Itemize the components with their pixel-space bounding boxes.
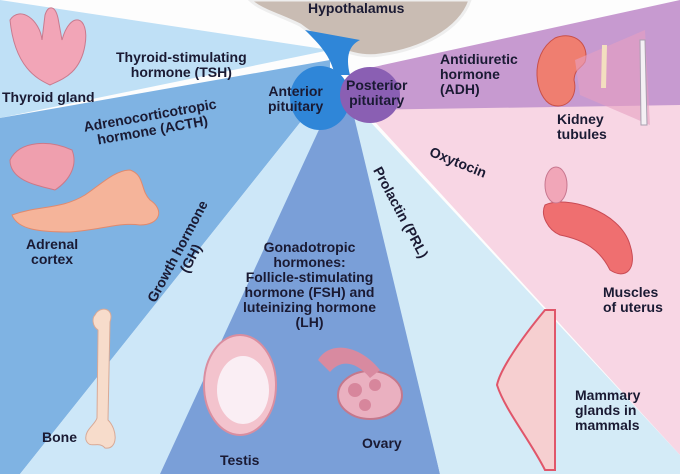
posterior-pituitary-shape [340, 67, 400, 123]
hypothalamus-label: Hypothalamus [308, 0, 405, 16]
mammary-illustration [495, 309, 556, 471]
adrenal-gland-illustration [9, 142, 75, 191]
anterior-pituitary-shape [290, 66, 350, 130]
ovary-follicle [348, 383, 362, 397]
oviduct-illustration [318, 347, 380, 378]
thyroid-target-label: Thyroid gland [2, 89, 95, 105]
adh-label: Antidiuretic hormone (ADH) [440, 51, 518, 97]
ovary-target-label: Ovary [362, 435, 402, 451]
posterior-pituitary-label: Posterior pituitary [346, 77, 408, 108]
kidney-target-label: Kidney tubules [557, 111, 607, 142]
uterus-illustration [543, 201, 633, 275]
bone-illustration [85, 308, 116, 449]
stalk-shape [305, 30, 360, 75]
duct-illustration [601, 45, 607, 88]
ovary-illustration [337, 370, 403, 420]
ovary-follicle [359, 399, 371, 411]
kidney-illustration [536, 35, 587, 107]
ovary-follicle [369, 379, 381, 391]
anterior-pituitary-label: Anterior pituitary [268, 83, 324, 114]
testis-inner [217, 356, 269, 424]
prl-wedge [350, 100, 680, 474]
thyroid-illustration [9, 7, 87, 86]
oxytocin-wedge [355, 100, 680, 455]
acth-wedge [0, 60, 330, 474]
tubule-illustration [639, 39, 648, 126]
adrenal-target-label: Adrenal cortex [26, 236, 79, 267]
kidney-zoom-cone [575, 30, 650, 125]
testis-target-label: Testis [220, 452, 260, 468]
mammary-target-label: Mammary glands in mammals [575, 387, 641, 433]
bone-target-label: Bone [42, 429, 77, 445]
adrenal-illustration [11, 169, 160, 233]
uterus-target-label: Muscles of uterus [603, 284, 663, 315]
hypothalamus-shape [247, 0, 472, 58]
uterus-fetus-illustration [544, 166, 568, 204]
gonadotropic-label: Gonadotropic hormones: Follicle-stimulat… [243, 239, 376, 330]
tsh-label: Thyroid-stimulating hormone (TSH) [116, 49, 247, 80]
